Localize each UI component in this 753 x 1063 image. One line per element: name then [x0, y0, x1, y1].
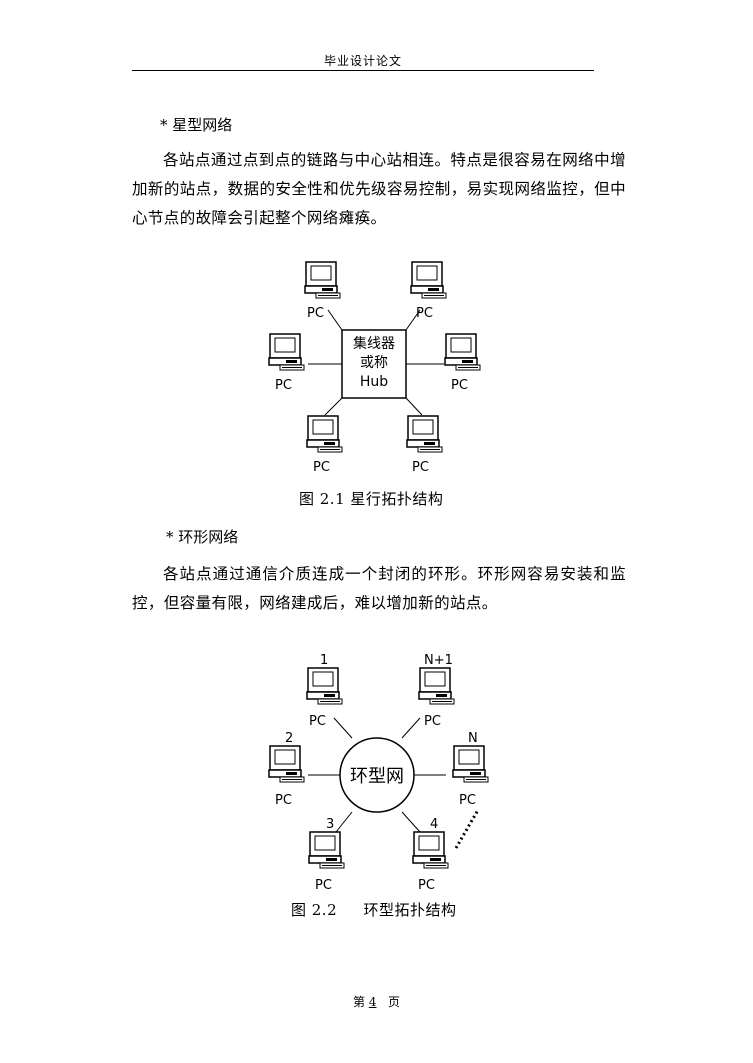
computer-icon	[268, 745, 305, 783]
star-links	[308, 309, 444, 416]
node-label: PC	[412, 460, 429, 475]
node-number: 2	[285, 731, 293, 746]
computer-icon	[268, 333, 305, 371]
node-number: 4	[430, 817, 438, 832]
ring-circle	[339, 737, 415, 813]
section-heading-ring: * 环形网络	[166, 528, 239, 546]
computer-icon	[452, 745, 489, 783]
node-number: 3	[326, 817, 334, 832]
computer-icon	[418, 667, 455, 705]
hub-box	[341, 329, 407, 399]
node-label: PC	[459, 793, 476, 808]
paragraph-star: 各站点通过点到点的链路与中心站相连。特点是很容易在网络中增加新的站点，数据的安全…	[132, 151, 626, 227]
node-label: PC	[418, 878, 435, 893]
page-number-suffix: 页	[387, 995, 400, 1009]
computer-icon	[306, 415, 343, 453]
computer-icon	[308, 831, 345, 869]
paragraph-ring: 各站点通过通信介质连成一个封闭的环形。环形网容易安装和监控，但容量有限，网络建成…	[132, 565, 626, 612]
ring-label: 环型网	[350, 766, 404, 787]
figure-caption-ring: 图 2.2 环型拓扑结构	[291, 901, 457, 919]
ring-links	[308, 717, 446, 833]
ring-topology-figure: 环型网 1 N+1 2 N 3 4 PC PC PC PC PC PC	[268, 653, 489, 893]
page-number-prefix: 第	[353, 995, 366, 1009]
node-number: 1	[320, 653, 328, 668]
node-label: PC	[424, 714, 441, 729]
node-label: PC	[416, 306, 433, 321]
node-number: N	[468, 731, 478, 746]
page-footer: 第 4 页	[0, 993, 753, 1010]
computer-icon	[444, 333, 481, 371]
node-number: N+1	[424, 653, 453, 668]
ring-ellipsis-dots	[454, 809, 480, 849]
figure-caption-star: 图 2.1 星行拓扑结构	[299, 490, 444, 508]
header-rule	[132, 70, 594, 71]
node-label: PC	[275, 378, 292, 393]
node-label: PC	[309, 714, 326, 729]
computer-icon	[304, 261, 341, 299]
running-header: 毕业设计论文	[323, 54, 402, 68]
computer-icon	[412, 831, 449, 869]
star-topology-figure: 集线器 或称 Hub PC PC PC PC PC PC	[268, 261, 481, 475]
computer-icon	[410, 261, 447, 299]
computer-icon	[306, 667, 343, 705]
node-label: PC	[313, 460, 330, 475]
hub-label-line-3: Hub	[360, 374, 388, 390]
computer-icon	[406, 415, 443, 453]
node-label: PC	[307, 306, 324, 321]
section-heading-star: * 星型网络	[160, 116, 233, 134]
hub-label-line-1: 集线器	[353, 335, 395, 352]
node-label: PC	[451, 378, 468, 393]
hub-label-line-2: 或称	[360, 355, 388, 371]
page-number: 4	[368, 995, 377, 1009]
node-label: PC	[315, 878, 332, 893]
node-label: PC	[275, 793, 292, 808]
